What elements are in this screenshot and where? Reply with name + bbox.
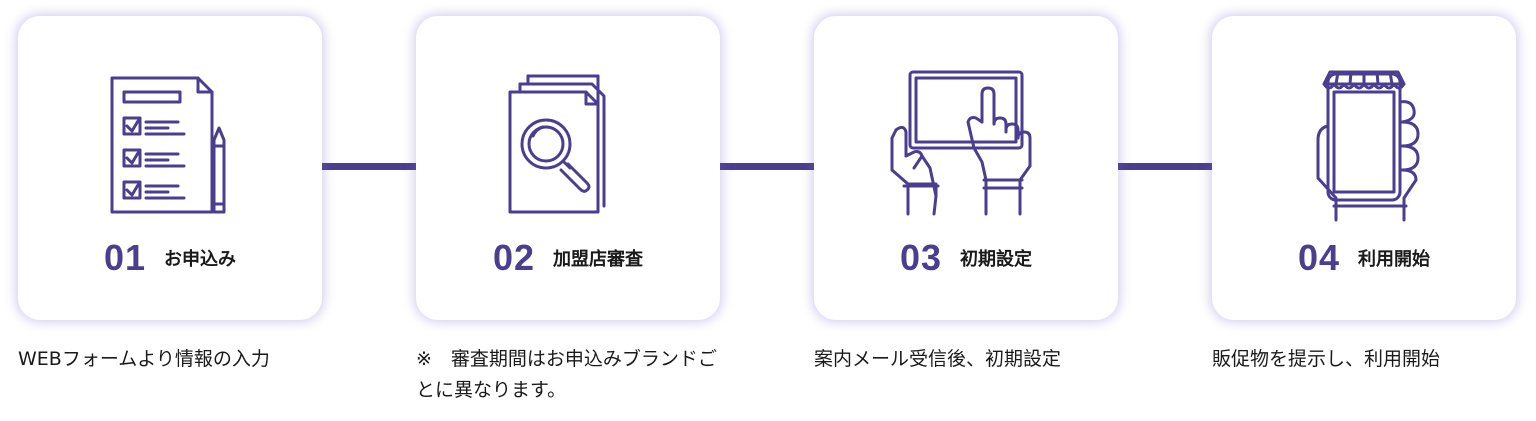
step-number: 03 xyxy=(899,237,943,278)
step-title: 初期設定 xyxy=(960,249,1033,270)
step-title: お申込み xyxy=(164,249,237,270)
step-title: 加盟店審査 xyxy=(553,249,644,270)
step-number: 04 xyxy=(1297,237,1341,278)
tablet-setup-icon xyxy=(886,66,1046,226)
step-description-1: WEBフォームより情報の入力 xyxy=(18,348,270,370)
step-title: 利用開始 xyxy=(1358,249,1431,270)
step-card-4: 04 利用開始 xyxy=(1212,16,1516,320)
step-connector-2-3 xyxy=(719,163,815,170)
application-form-icon xyxy=(90,66,250,226)
smartphone-store-icon xyxy=(1284,66,1444,226)
step-description-2: ※ 審査期間はお申込みブランドごとに異なります。 xyxy=(416,348,717,401)
step-card-2: 02 加盟店審査 xyxy=(416,16,720,320)
step-label-3: 03 初期設定 xyxy=(814,234,1118,282)
step-label-1: 01 お申込み xyxy=(18,234,322,282)
step-card-1: 01 お申込み xyxy=(18,16,322,320)
step-description-4: 販促物を提示し、利用開始 xyxy=(1212,348,1441,370)
step-number: 02 xyxy=(492,237,536,278)
step-number: 01 xyxy=(103,237,147,278)
step-label-4: 04 利用開始 xyxy=(1212,234,1516,282)
step-card-3: 03 初期設定 xyxy=(814,16,1118,320)
step-connector-1-2 xyxy=(322,163,416,170)
document-review-icon xyxy=(488,66,648,226)
step-label-2: 02 加盟店審査 xyxy=(416,234,720,282)
step-description-3: 案内メール受信後、初期設定 xyxy=(814,348,1062,370)
step-connector-3-4 xyxy=(1117,163,1213,170)
